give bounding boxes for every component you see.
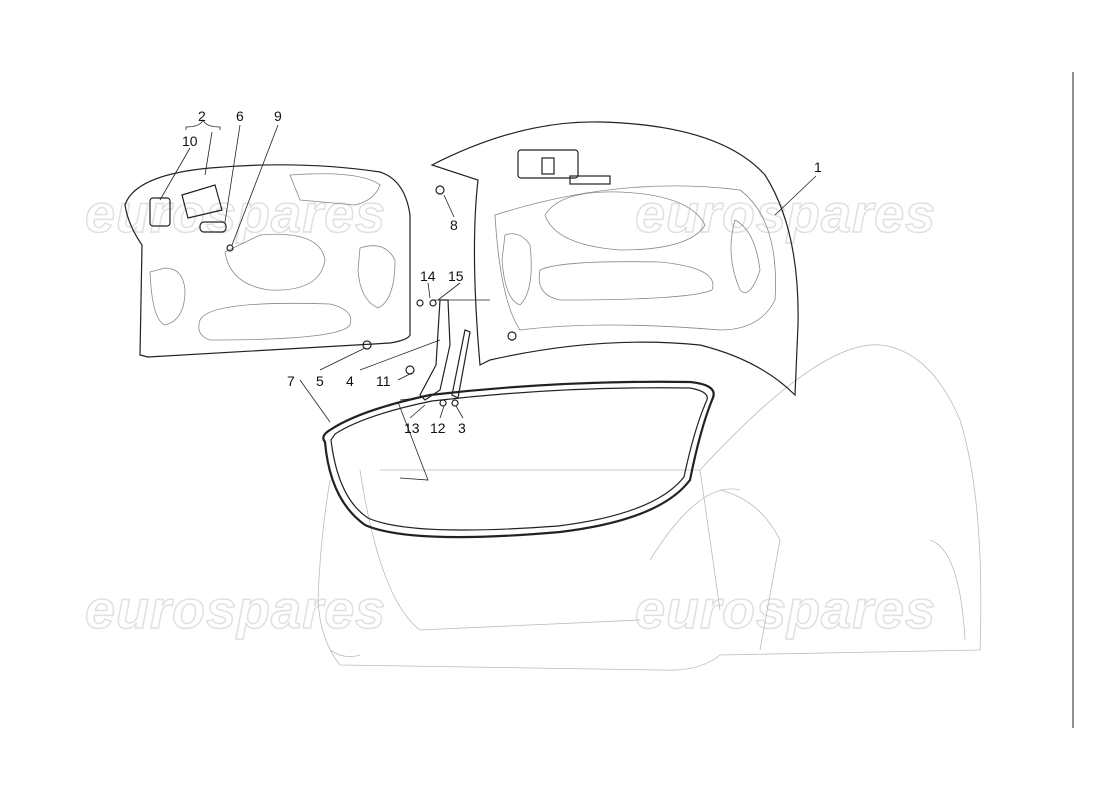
callout-8: 8 [450,217,458,233]
callout-15: 15 [448,268,464,284]
callout-14: 14 [420,268,436,284]
callout-13: 13 [404,420,420,436]
watermarks: eurospares eurospares eurospares eurospa… [84,183,936,641]
callout-7: 7 [287,373,295,389]
trunk-lid-inner-panel [124,164,411,358]
callout-4: 4 [346,373,354,389]
callout-9: 9 [274,108,282,124]
watermark: eurospares [85,580,386,640]
callout-10: 10 [182,133,198,149]
callout-5: 5 [316,373,324,389]
callout-1: 1 [814,159,822,175]
callout-6: 6 [236,108,244,124]
callout-labels: 1 2 3 4 5 6 7 8 9 10 11 12 13 14 15 [182,108,822,436]
car-body [317,344,982,671]
callout-2: 2 [198,108,206,124]
watermark: eurospares [635,184,936,244]
trunk-seal [322,380,715,539]
callout-3: 3 [458,420,466,436]
leader-lines [159,118,817,481]
callout-12: 12 [430,420,446,436]
watermark: eurospares [635,580,936,640]
trunk-lid [430,121,799,397]
hinge-and-gas-strut [405,299,471,407]
callout-11: 11 [376,373,391,389]
